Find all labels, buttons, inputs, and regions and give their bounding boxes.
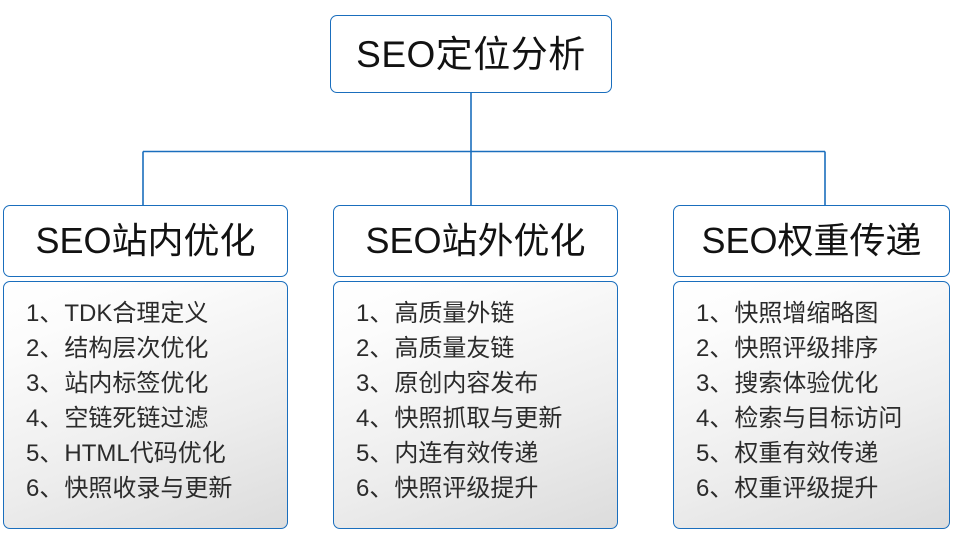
branch-list-3: 1、 快照增缩略图 2、 快照评级排序 3、 搜索体验优化 4、 检索与目标访问… <box>673 281 950 529</box>
list-item-index: 5、 <box>26 440 64 467</box>
branch-column-1: SEO站内优化 1、 TDK合理定义 2、 结构层次优化 3、 站内标签优化 4… <box>3 205 288 529</box>
list-item-index: 1、 <box>26 300 64 327</box>
list-item: 3、 原创内容发布 <box>334 366 617 401</box>
list-item: 3、 搜索体验优化 <box>674 366 949 401</box>
list-item-index: 4、 <box>356 405 394 432</box>
list-item: 4、 空链死链过滤 <box>4 401 287 436</box>
list-item-label: 站内标签优化 <box>64 370 209 397</box>
list-item-index: 1、 <box>696 300 734 327</box>
branch-header-1[interactable]: SEO站内优化 <box>3 205 288 277</box>
branch-header-3[interactable]: SEO权重传递 <box>673 205 950 277</box>
list-item-label: 空链死链过滤 <box>64 405 209 432</box>
list-item: 3、 站内标签优化 <box>4 366 287 401</box>
list-item-label: 高质量外链 <box>394 300 515 327</box>
branch-header-2[interactable]: SEO站外优化 <box>333 205 618 277</box>
list-item-label: HTML代码优化 <box>64 440 226 467</box>
branch-list-2: 1、 高质量外链 2、 高质量友链 3、 原创内容发布 4、 快照抓取与更新 5… <box>333 281 618 529</box>
list-item-label: 高质量友链 <box>394 335 515 362</box>
list-item-index: 3、 <box>696 370 734 397</box>
list-item: 6、 快照评级提升 <box>334 471 617 506</box>
list-item-index: 5、 <box>696 440 734 467</box>
list-item-label: TDK合理定义 <box>64 300 209 327</box>
list-item-label: 快照收录与更新 <box>64 475 233 502</box>
list-item: 4、 检索与目标访问 <box>674 401 949 436</box>
list-item-label: 权重有效传递 <box>734 440 879 467</box>
list-item-label: 快照评级提升 <box>394 475 539 502</box>
list-item-label: 快照抓取与更新 <box>394 405 563 432</box>
branch-header-title-2: SEO站外优化 <box>365 220 586 261</box>
list-item-index: 6、 <box>696 475 734 502</box>
list-item-label: 快照增缩略图 <box>734 300 879 327</box>
list-item: 2、 快照评级排序 <box>674 331 949 366</box>
root-node[interactable]: SEO定位分析 <box>330 15 612 93</box>
list-item-label: 结构层次优化 <box>64 335 209 362</box>
list-item: 6、 快照收录与更新 <box>4 471 287 506</box>
list-item-index: 5、 <box>356 440 394 467</box>
list-item-label: 快照评级排序 <box>734 335 879 362</box>
list-item: 5、 内连有效传递 <box>334 436 617 471</box>
list-item-index: 3、 <box>26 370 64 397</box>
branch-column-2: SEO站外优化 1、 高质量外链 2、 高质量友链 3、 原创内容发布 4、 快 <box>333 205 618 529</box>
list-item: 1、 TDK合理定义 <box>4 296 287 331</box>
list-item: 5、 HTML代码优化 <box>4 436 287 471</box>
list-item: 2、 结构层次优化 <box>4 331 287 366</box>
branch-list-items-3: 1、 快照增缩略图 2、 快照评级排序 3、 搜索体验优化 4、 检索与目标访问… <box>674 296 949 506</box>
list-item-index: 2、 <box>26 335 64 362</box>
list-item-label: 内连有效传递 <box>394 440 539 467</box>
root-node-title: SEO定位分析 <box>356 33 586 75</box>
list-item: 2、 高质量友链 <box>334 331 617 366</box>
list-item-label: 权重评级提升 <box>734 475 879 502</box>
list-item: 4、 快照抓取与更新 <box>334 401 617 436</box>
list-item: 1、 快照增缩略图 <box>674 296 949 331</box>
branch-header-title-3: SEO权重传递 <box>701 220 922 261</box>
branch-column-3: SEO权重传递 1、 快照增缩略图 2、 快照评级排序 3、 搜索体验优化 4、 <box>673 205 950 529</box>
branch-list-items-2: 1、 高质量外链 2、 高质量友链 3、 原创内容发布 4、 快照抓取与更新 5… <box>334 296 617 506</box>
list-item-index: 1、 <box>356 300 394 327</box>
list-item-label: 搜索体验优化 <box>734 370 879 397</box>
list-item-index: 2、 <box>696 335 734 362</box>
list-item: 5、 权重有效传递 <box>674 436 949 471</box>
list-item-index: 6、 <box>356 475 394 502</box>
list-item-index: 6、 <box>26 475 64 502</box>
list-item-label: 原创内容发布 <box>394 370 539 397</box>
branch-header-title-1: SEO站内优化 <box>35 220 256 261</box>
list-item-index: 2、 <box>356 335 394 362</box>
list-item-index: 3、 <box>356 370 394 397</box>
list-item: 1、 高质量外链 <box>334 296 617 331</box>
branch-list-1: 1、 TDK合理定义 2、 结构层次优化 3、 站内标签优化 4、 空链死链过滤… <box>3 281 288 529</box>
list-item: 6、 权重评级提升 <box>674 471 949 506</box>
list-item-index: 4、 <box>26 405 64 432</box>
list-item-label: 检索与目标访问 <box>734 405 903 432</box>
branch-list-items-1: 1、 TDK合理定义 2、 结构层次优化 3、 站内标签优化 4、 空链死链过滤… <box>4 296 287 506</box>
list-item-index: 4、 <box>696 405 734 432</box>
